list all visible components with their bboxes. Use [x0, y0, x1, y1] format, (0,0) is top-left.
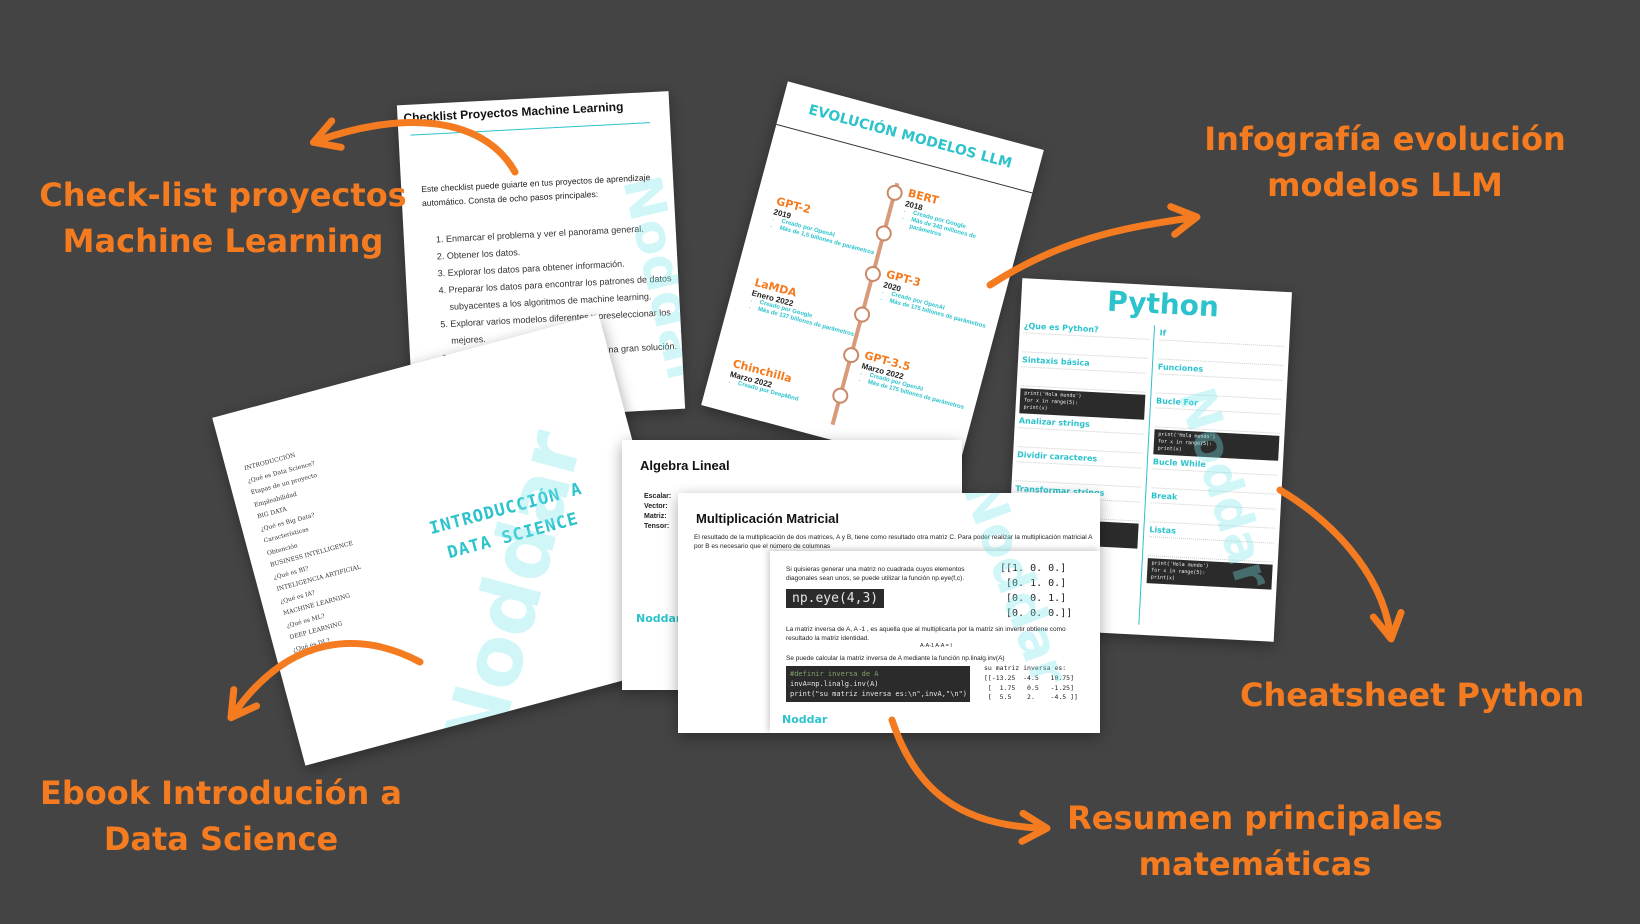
algebra-title: Algebra Lineal [640, 458, 730, 473]
identity-row: [0. 0. 1.] [1000, 593, 1067, 604]
algebra-def: Matriz: [644, 513, 667, 520]
inverse-code-block: #definir inversa de A invA=np.linalg.inv(… [786, 666, 970, 702]
matrix-paragraph-2: Si quisieras generar una matriz no cuadr… [786, 566, 965, 582]
code-line: invA=np.linalg.inv(A) [790, 680, 879, 688]
label-ebook: Ebook Introdución a Data Science [39, 774, 403, 858]
inverse-output: [[-13.25 -4.5 10.75] [ 1.75 0.5 -1.25] [… [984, 674, 1078, 703]
label-checklist: Check-list proyectos Machine Learning [39, 176, 407, 260]
identity-row: [[1. 0. 0.] [1000, 563, 1067, 574]
label-math: Resumen principales matemáticas [1067, 799, 1443, 883]
inverse-row: [ 1.75 0.5 -1.25] [984, 683, 1075, 692]
inverse-formula: A·A-1 A·A = I [920, 643, 952, 649]
arrow-checklist [309, 117, 519, 176]
brand-logo: Noddar [636, 612, 682, 625]
identity-output: [[1. 0. 0.] [0. 1. 0.] [0. 0. 1.] [0. 0.… [1000, 561, 1072, 621]
matrix-paragraph-1: El resultado de la multiplicación de dos… [694, 534, 1093, 550]
arrow-math [888, 716, 1051, 845]
algebra-def: Escalar: [644, 493, 672, 500]
identity-row: [0. 0. 0.]] [1000, 608, 1073, 619]
algebra-def: Vector: [644, 503, 668, 510]
matrix-paragraph-3: La matriz inversa de A, A -1 , es aquell… [786, 626, 1066, 642]
algebra-definitions: Escalar: Vector: Matriz: Tensor: [644, 492, 671, 532]
code-line: print("su matriz inversa es:\n",invA,"\n… [790, 690, 968, 698]
label-llm: Infografía evolución modelos LLM [1204, 120, 1566, 204]
label-python: Cheatsheet Python [1240, 676, 1585, 714]
identity-row: [0. 1. 0.] [1000, 578, 1067, 589]
inverse-output-title: su matriz inversa es: [984, 664, 1067, 672]
algebra-def: Tensor: [644, 523, 670, 530]
arrow-python [1276, 486, 1405, 643]
arrow-ebook [227, 639, 424, 722]
inner-page: Si quisieras generar una matriz no cuadr… [770, 551, 1100, 733]
matrix-paragraph-4: Se puede calcular la matriz inversa de A… [786, 655, 1005, 662]
matrix-document: Multiplicación Matricial El resultado de… [678, 493, 1100, 733]
brand-logo: Noddar [782, 713, 828, 726]
eye-code: np.eye(4,3) [786, 589, 885, 608]
inverse-row: [[-13.25 -4.5 10.75] [984, 674, 1075, 682]
arrow-llm [986, 203, 1201, 289]
inverse-row: [ 5.5 2. -4.5 ]] [984, 693, 1078, 701]
code-line: #definir inversa de A [790, 670, 879, 678]
matrix-title: Multiplicación Matricial [696, 511, 840, 526]
